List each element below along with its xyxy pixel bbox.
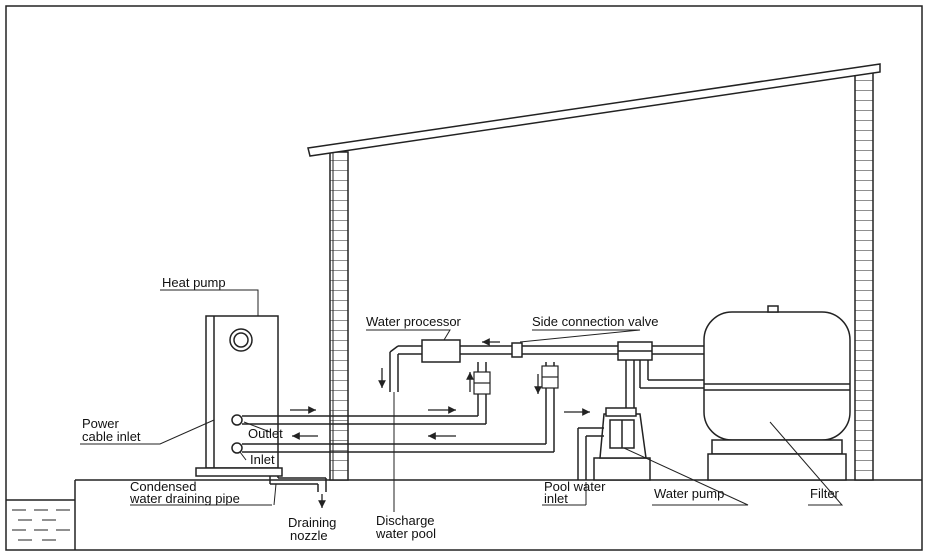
water-pump — [593, 407, 651, 481]
label-side-connection-valve: Side connection valve — [532, 314, 658, 329]
label-draining-nozzle-2: nozzle — [290, 528, 328, 543]
roof — [307, 63, 881, 157]
leader-lines — [80, 289, 844, 512]
pool-water-inlet-pipe — [577, 427, 604, 480]
label-power-cable-inlet-2: cable inlet — [82, 429, 141, 444]
right-brick-wall — [854, 67, 874, 481]
condensate-pipe — [269, 476, 327, 492]
filter-tank — [703, 305, 851, 481]
pool-water — [12, 509, 70, 541]
label-discharge-1: Discharge — [376, 513, 435, 528]
label-water-processor: Water processor — [366, 314, 462, 329]
heat-pump-unit — [195, 315, 283, 477]
filter-valve-block — [617, 341, 704, 408]
left-brick-wall — [329, 151, 349, 481]
label-water-pump: Water pump — [654, 486, 724, 501]
label-inlet: Inlet — [250, 452, 275, 467]
label-filter: Filter — [810, 486, 840, 501]
label-heat-pump: Heat pump — [162, 275, 226, 290]
frame — [5, 5, 923, 551]
water-processor — [421, 339, 461, 363]
riser-valves — [473, 365, 559, 395]
label-draining-nozzle-1: Draining — [288, 515, 336, 530]
main-pipe — [389, 345, 704, 392]
label-condensed-2: water draining pipe — [129, 491, 240, 506]
label-pool-water-inlet-2: inlet — [544, 491, 568, 506]
flow-arrows — [290, 338, 590, 508]
label-condensed-1: Condensed — [130, 479, 197, 494]
label-outlet: Outlet — [248, 426, 283, 441]
label-power-cable-inlet-1: Power — [82, 416, 120, 431]
side-connection-valve — [511, 342, 523, 358]
label-discharge-2: water pool — [375, 526, 436, 541]
outlet-pipe — [231, 374, 487, 426]
label-pool-water-inlet-1: Pool water — [544, 479, 606, 494]
